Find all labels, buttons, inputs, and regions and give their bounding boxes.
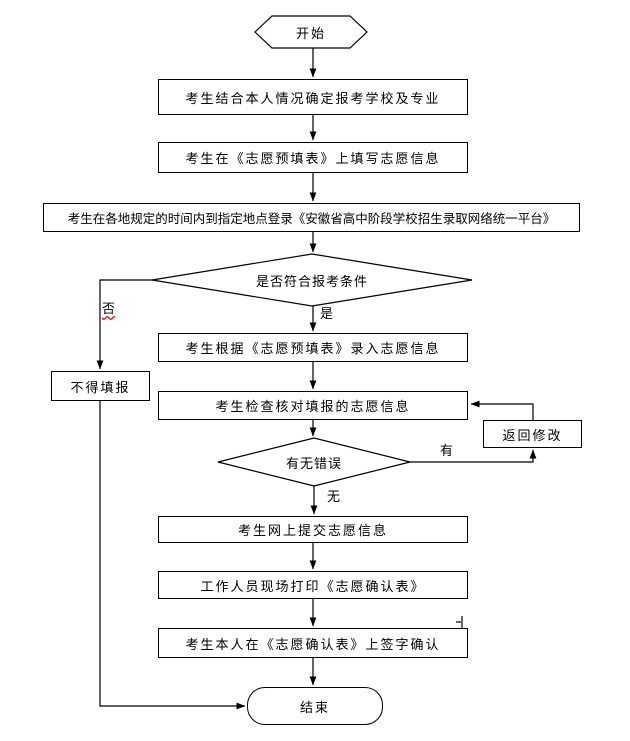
step-check-info: 考生检查核对填报的志愿信息 [158,391,468,420]
text-cursor-artifact [456,616,463,630]
step-determine-school: 考生结合本人情况确定报考学校及专业 [158,79,468,115]
edge-label-no-error: 无 [327,490,341,505]
branch-return-modify: 返回修改 [483,420,582,448]
branch-not-allowed: 不得填报 [51,371,150,401]
decision2-diamond-shape [217,437,411,487]
edge-label-yes: 是 [320,307,334,322]
decision1-diamond-shape [151,253,473,307]
step-login-platform: 考生在各地规定的时间内到指定地点登录《安徽省高中阶段学校招生录取网络统一平台》 [43,203,580,232]
arrow-no-branch-to-notallowed [96,279,152,370]
step-print-confirmation: 工作人员现场打印《志愿确认表》 [158,571,468,599]
edge-label-has-error: 有 [440,444,454,459]
arrow-return-to-check [470,400,534,420]
arrow-has-error-to-return [410,449,537,463]
step-enter-info: 考生根据《志愿预填表》录入志愿信息 [158,333,468,362]
step-sign-confirmation: 考生本人在《志愿确认表》上签字确认 [158,628,468,658]
start-hexagon-shape [254,15,368,49]
edge-label-no: 否 [102,302,116,317]
end-node: 结束 [247,687,383,725]
arrow-notallowed-to-end [99,401,246,710]
step-submit-online: 考生网上提交志愿信息 [158,516,468,543]
start-node-label: 开始 [295,26,326,42]
decision-has-errors-label: 有无错误 [285,456,342,472]
connector-arrows [96,48,537,710]
step-prefill-form: 考生在《志愿预填表》上填写志愿信息 [158,142,468,173]
decision-meets-requirements-label: 是否符合报考条件 [255,274,368,290]
